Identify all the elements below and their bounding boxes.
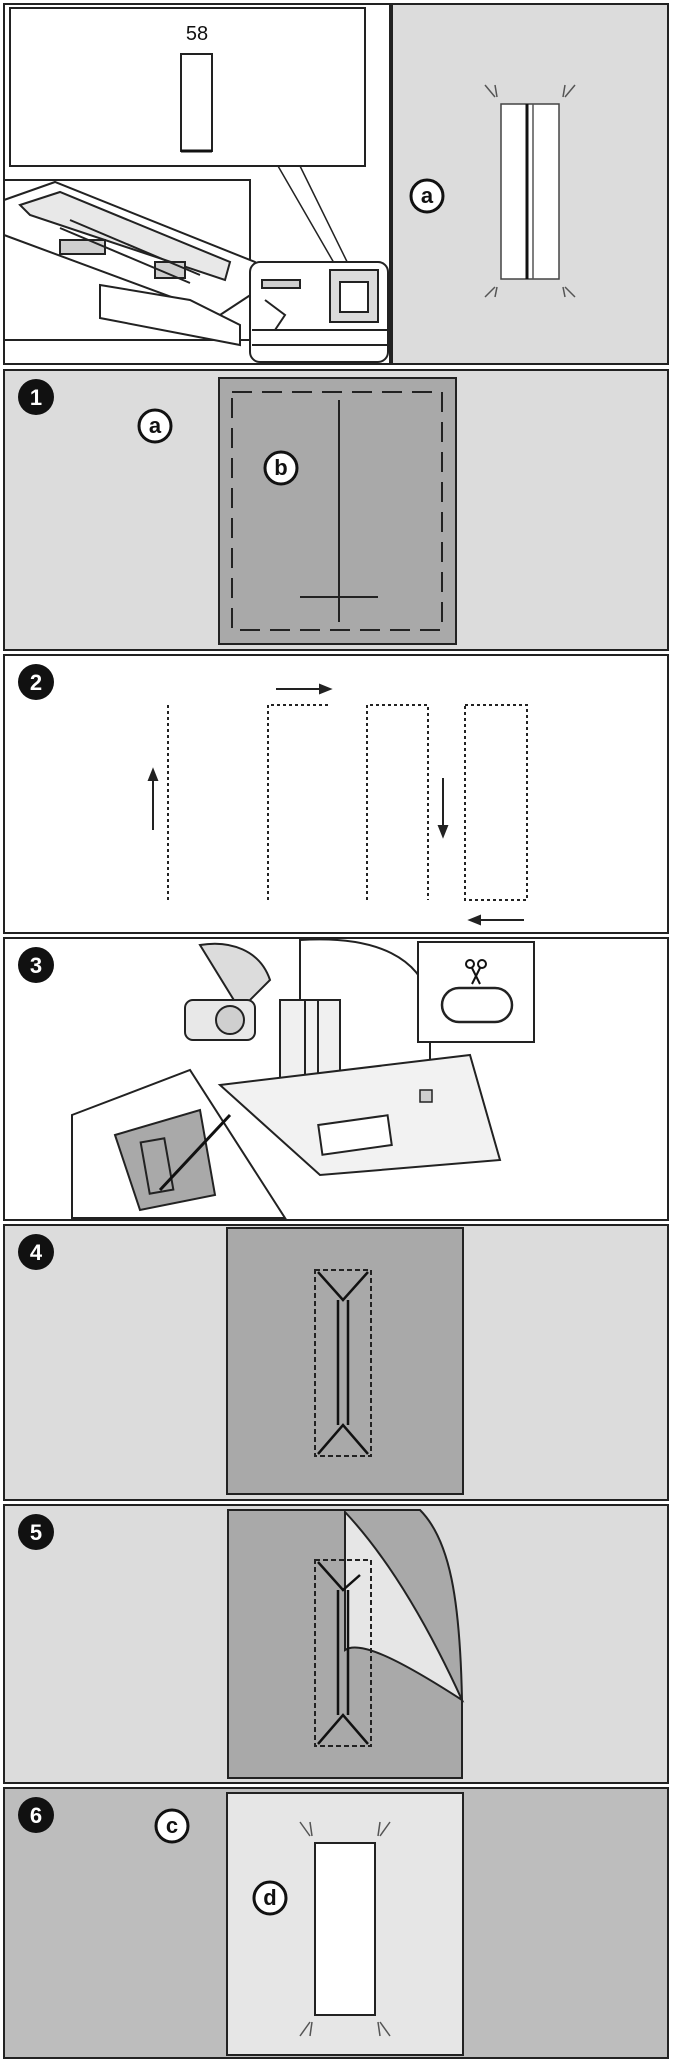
stitch-number: 58 [186,23,208,45]
cut-opening [317,1271,369,1455]
step-number-badge: 2 [18,664,54,700]
fabric-piece [218,377,457,645]
buttonhole-opening [440,986,514,1024]
step-1-panel: 1 a b [3,369,669,651]
top-section: 58 a [3,3,669,365]
svg-text:b: b [274,455,287,480]
step-2-panel: 2 [3,654,669,934]
presser-foot [317,1114,393,1156]
label-a-top: a [409,178,445,214]
arrow-icon [467,914,524,926]
buttonhole-outline [139,1137,175,1195]
fabric-buttonhole-area [113,1108,217,1212]
arrow-icon [437,778,449,839]
svg-text:d: d [263,1885,276,1910]
arrow-icon [147,767,159,830]
svg-text:6: 6 [30,1803,42,1828]
label-a: a [137,408,173,444]
corner-marks [299,1821,391,2037]
svg-text:a: a [149,413,162,438]
step-6-panel: 6 c d [3,1787,669,2059]
step-3-panel: 3 [3,937,669,1221]
step-4-panel: 4 [3,1224,669,1501]
plate-marker [419,1089,433,1103]
step-number-badge: 5 [18,1514,54,1550]
needle-plate [217,1053,502,1177]
stitch-path-stage-4 [464,704,528,901]
svg-text:4: 4 [30,1240,43,1265]
label-d: d [252,1880,288,1916]
buttonhole-stitches [314,1559,372,1747]
svg-text:2: 2 [30,670,42,695]
buttonhole-stitch-icon [180,53,213,152]
step-number-badge: 1 [18,379,54,415]
stitch-path-stage-3 [366,704,429,900]
cut-opening [317,1561,369,1745]
finished-buttonhole [484,84,576,298]
label-b: b [263,450,299,486]
svg-text:1: 1 [30,385,42,410]
finished-opening [314,1842,376,2016]
buttonhole-stitches [314,1269,372,1457]
fabric-piece [226,1227,464,1495]
step-5-panel: 5 [3,1504,669,1784]
step-number-badge: 4 [18,1234,54,1270]
step-number-badge: 3 [18,947,54,983]
sewing-machine [249,261,389,363]
scissors-icon [465,959,487,985]
svg-text:5: 5 [30,1520,42,1545]
step-number-badge: 6 [18,1797,54,1833]
label-c: c [154,1808,190,1844]
folded-fabric-flap [344,1509,465,1703]
svg-text:3: 3 [30,953,42,978]
fabric-seam-outline [231,391,443,631]
svg-text:a: a [421,183,434,208]
arrow-icon [276,683,333,695]
thread-pull [158,1113,232,1192]
svg-text:c: c [166,1813,178,1838]
stitch-path-stage-2 [267,704,328,900]
